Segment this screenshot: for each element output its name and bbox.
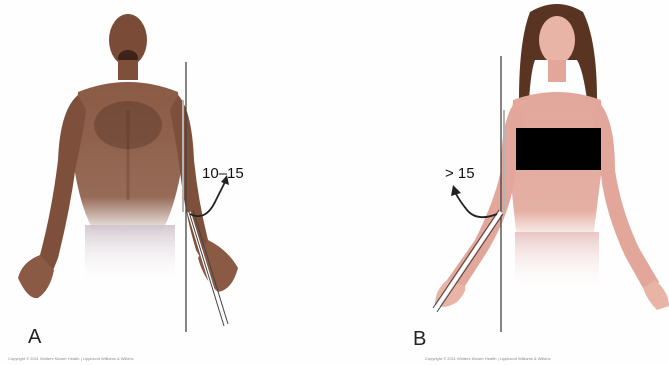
female-figure xyxy=(335,0,669,365)
censor-box xyxy=(516,128,601,170)
head xyxy=(539,16,575,64)
male-figure xyxy=(0,0,334,365)
copyright-b: Copyright © 2011 Wolters Kluwer Health |… xyxy=(425,356,550,361)
lower-body xyxy=(515,232,599,292)
panel-letter-a: A xyxy=(28,326,41,349)
left-arm xyxy=(30,95,86,284)
copyright-a: Copyright © 2011 Wolters Kluwer Health |… xyxy=(8,356,133,361)
lower-body xyxy=(85,225,175,285)
right-arm xyxy=(591,102,659,290)
panel-a: 10–15 A Copyright © 2011 Wolters Kluwer … xyxy=(0,0,334,365)
neck xyxy=(548,60,566,82)
panel-b: > 15 B Copyright © 2011 Wolters Kluwer H… xyxy=(335,0,669,365)
forearm-axis-line xyxy=(435,212,501,310)
panel-letter-b: B xyxy=(413,328,426,351)
angle-label-b: > 15 xyxy=(445,165,475,182)
angle-label-a: 10–15 xyxy=(202,165,244,182)
neck xyxy=(118,60,138,80)
